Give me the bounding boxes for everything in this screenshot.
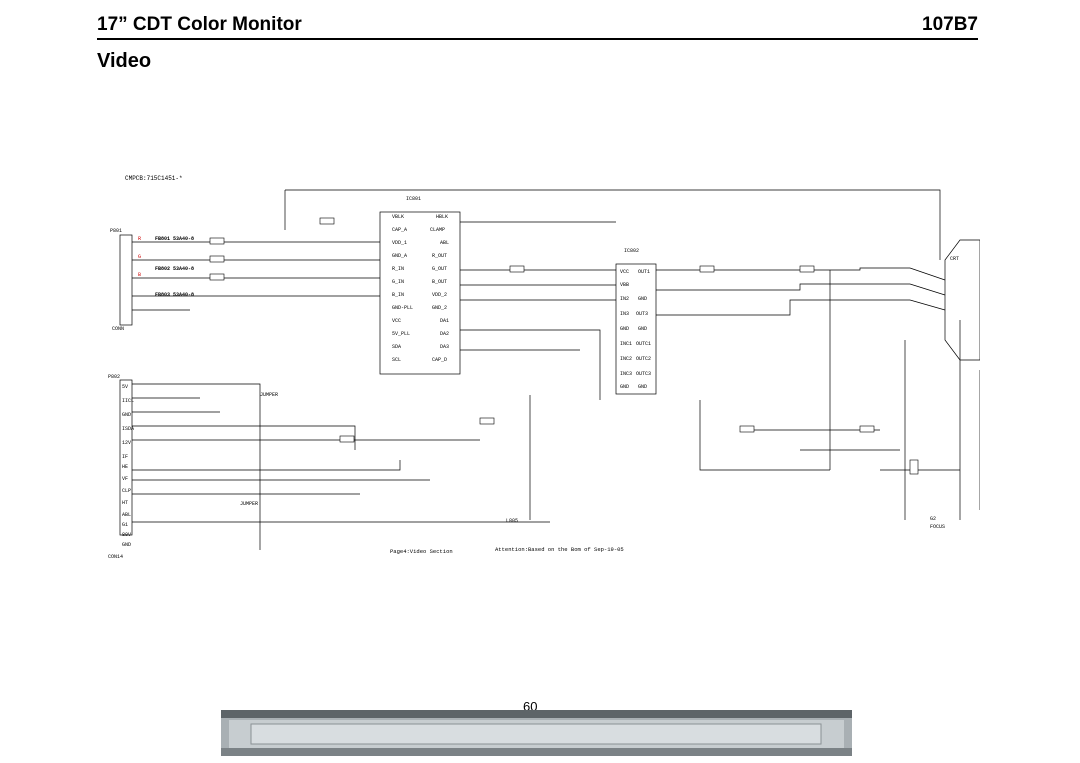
svg-text:IF: IF: [122, 454, 128, 460]
svg-text:ABL: ABL: [122, 512, 131, 518]
svg-text:IICL: IICL: [122, 398, 134, 404]
svg-text:P801: P801: [110, 228, 122, 234]
svg-text:L805: L805: [506, 518, 518, 524]
svg-text:R_IN: R_IN: [392, 266, 404, 272]
svg-text:VDD_2: VDD_2: [432, 292, 447, 298]
svg-text:IC801: IC801: [406, 196, 421, 202]
svg-text:OUT1: OUT1: [638, 269, 650, 275]
svg-text:B_IN: B_IN: [392, 292, 404, 298]
svg-text:GND_2: GND_2: [432, 305, 447, 311]
svg-text:GND: GND: [122, 542, 131, 548]
svg-text:OUT3: OUT3: [636, 311, 648, 317]
svg-text:GND_A: GND_A: [392, 253, 407, 259]
svg-text:ISDA: ISDA: [122, 426, 134, 432]
svg-text:CON14: CON14: [108, 554, 123, 560]
svg-text:R_OUT: R_OUT: [432, 253, 447, 259]
svg-text:GND: GND: [122, 412, 131, 418]
svg-text:G_OUT: G_OUT: [432, 266, 447, 272]
svg-text:CLP: CLP: [122, 488, 131, 494]
svg-text:G2: G2: [930, 516, 936, 522]
svg-text:GND: GND: [620, 384, 629, 390]
svg-text:P802: P802: [108, 374, 120, 380]
svg-text:GND: GND: [638, 296, 647, 302]
svg-text:FB801 53A40-8: FB801 53A40-8: [155, 236, 194, 242]
svg-text:G_IN: G_IN: [392, 279, 404, 285]
monitor-board-photo: [221, 710, 852, 756]
svg-text:VF: VF: [122, 476, 128, 482]
svg-text:B_OUT: B_OUT: [432, 279, 447, 285]
p802-body: [119, 379, 133, 536]
svg-text:GND-PLL: GND-PLL: [392, 305, 413, 311]
svg-text:FB803 53A40-8: FB803 53A40-8: [155, 292, 194, 298]
svg-text:VBLK: VBLK: [392, 214, 404, 220]
svg-text:VBB: VBB: [620, 282, 629, 288]
svg-text:DA2: DA2: [440, 331, 449, 337]
svg-text:CAP_A: CAP_A: [392, 227, 407, 233]
svg-text:IC802: IC802: [624, 248, 639, 254]
ic801-body: [379, 211, 461, 375]
svg-text:VDD_1: VDD_1: [392, 240, 407, 246]
board-label: CMPCB:715C1451-*: [125, 175, 183, 182]
svg-text:GND: GND: [638, 384, 647, 390]
svg-text:INC3: INC3: [620, 371, 632, 377]
svg-text:FOCUS: FOCUS: [930, 524, 945, 530]
svg-text:SDA: SDA: [392, 344, 401, 350]
svg-text:INC1: INC1: [620, 341, 632, 347]
svg-text:OUTC2: OUTC2: [636, 356, 651, 362]
schematic-footer-left: Page4:Video Section: [390, 548, 453, 555]
svg-text:DA1: DA1: [440, 318, 449, 324]
svg-text:JUMPER: JUMPER: [260, 392, 278, 398]
svg-text:DA3: DA3: [440, 344, 449, 350]
svg-text:GND: GND: [638, 326, 647, 332]
svg-text:IN3: IN3: [620, 311, 629, 317]
svg-text:G: G: [138, 254, 141, 260]
svg-text:VCC: VCC: [392, 318, 401, 324]
svg-text:CAP_D: CAP_D: [432, 357, 447, 363]
svg-text:SCL: SCL: [392, 357, 401, 363]
document-title: 17” CDT Color Monitor: [97, 14, 302, 35]
ic802-body: [615, 263, 657, 395]
svg-text:JUMPER: JUMPER: [240, 501, 258, 507]
svg-text:HT: HT: [122, 500, 128, 506]
svg-text:G1: G1: [122, 522, 128, 528]
model-number: 107B7: [922, 14, 978, 35]
svg-text:CLAMP: CLAMP: [430, 227, 445, 233]
svg-text:IN2: IN2: [620, 296, 629, 302]
svg-text:CRT: CRT: [950, 256, 959, 262]
svg-text:CONN: CONN: [112, 326, 124, 332]
crt-outline: [944, 239, 980, 361]
header-rule: [97, 38, 978, 40]
page-header: 17” CDT Color Monitor 107B7: [97, 14, 978, 36]
svg-text:GND: GND: [620, 326, 629, 332]
svg-text:HBLK: HBLK: [436, 214, 448, 220]
svg-text:INC2: INC2: [620, 356, 632, 362]
svg-text:5V: 5V: [122, 384, 128, 390]
video-schematic: CMPCB:715C1451-*: [108, 175, 980, 560]
svg-text:OUTC3: OUTC3: [636, 371, 651, 377]
svg-text:5V_PLL: 5V_PLL: [392, 331, 410, 337]
svg-text:FB802 53A40-8: FB802 53A40-8: [155, 266, 194, 272]
svg-text:80V: 80V: [122, 532, 131, 538]
svg-text:ABL: ABL: [440, 240, 449, 246]
svg-text:R: R: [138, 236, 141, 242]
p801-body: [119, 234, 133, 326]
section-title: Video: [97, 50, 152, 72]
schematic-footer-right: Attention:Based on the Bom of Sep-19-05: [495, 546, 624, 553]
svg-text:VCC: VCC: [620, 269, 629, 275]
svg-text:12V: 12V: [122, 440, 131, 446]
svg-text:HE: HE: [122, 464, 128, 470]
svg-text:OUTC1: OUTC1: [636, 341, 651, 347]
svg-text:B: B: [138, 272, 141, 278]
